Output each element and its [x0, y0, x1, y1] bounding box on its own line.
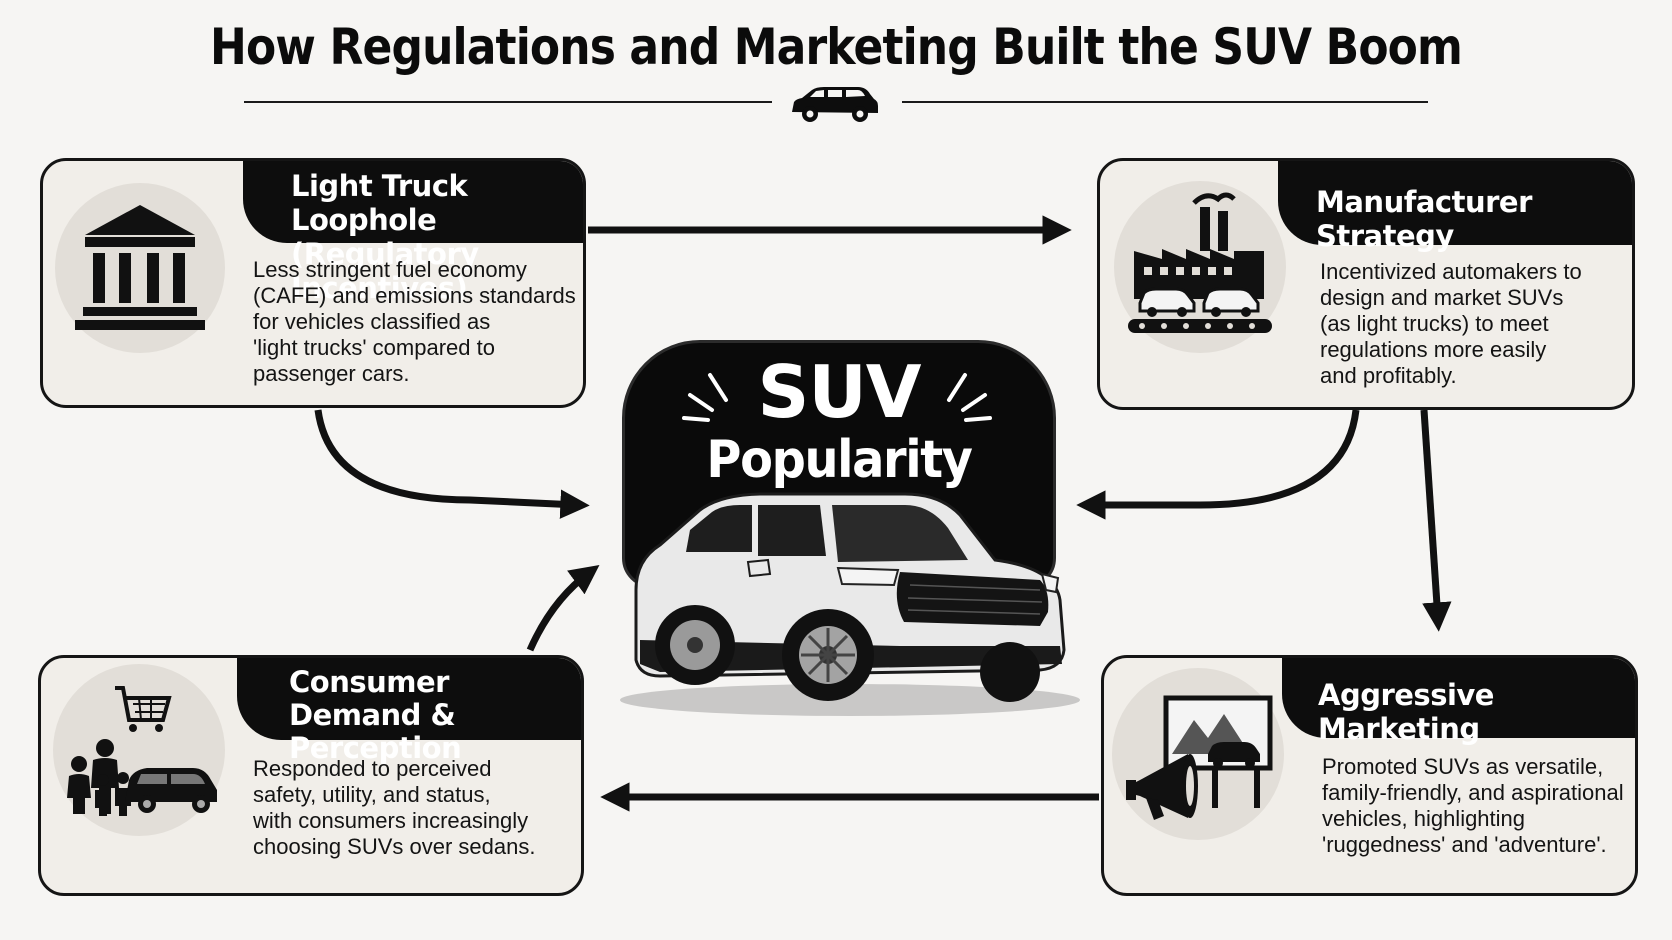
card-light-truck-loophole: Light Truck Loophole (Regulatory Incenti…	[40, 158, 586, 408]
description-line: vehicles, highlighting	[1322, 806, 1526, 831]
description-line: regulations more easily	[1320, 337, 1547, 362]
description-line: and profitably.	[1320, 363, 1457, 388]
description-line: 'ruggedness' and 'adventure'.	[1322, 832, 1607, 857]
arrow-manufacturer-to-center	[1076, 409, 1360, 520]
card-heading: Consumer Demand & Perception	[237, 658, 581, 765]
suv-icon	[792, 87, 878, 122]
description-line: choosing SUVs over sedans.	[253, 834, 536, 859]
heading-line-1: Consumer Demand &	[289, 665, 456, 732]
card-icon-circle	[1114, 181, 1286, 353]
description-line: Incentivized automakers to	[1320, 259, 1582, 284]
title-divider-right	[902, 101, 1428, 103]
card-description: Less stringent fuel economy (CAFE) and e…	[253, 257, 583, 387]
card-heading: Manufacturer Strategy	[1278, 161, 1632, 253]
center-title-line1: SUV	[757, 350, 921, 434]
card-icon-circle	[53, 664, 225, 836]
description-line: Responded to perceived	[253, 756, 492, 781]
description-line: design and market SUVs	[1320, 285, 1564, 310]
card-heading: Light Truck Loophole (Regulatory Incenti…	[243, 161, 583, 305]
description-line: (as light trucks) to meet	[1320, 311, 1549, 336]
heading-line-2: Perception	[289, 731, 462, 765]
card-description: Incentivized automakers to design and ma…	[1320, 259, 1630, 389]
card-aggressive-marketing: Aggressive Marketing Promoted SUVs as ve…	[1101, 655, 1638, 896]
description-line: with consumers increasingly	[253, 808, 529, 833]
card-consumer-demand: Consumer Demand & Perception Responded t…	[38, 655, 584, 896]
description-line: Less stringent fuel economy	[253, 257, 527, 282]
description-line: 'light trucks' compared to	[253, 335, 495, 360]
description-line: (CAFE) and emissions standards	[253, 283, 576, 308]
arrow-loophole-to-center	[314, 409, 590, 519]
description-line: for vehicles classified as	[253, 309, 491, 334]
page-title: How Regulations and Marketing Built the …	[210, 18, 1463, 76]
arrow-manufacturer-to-marketing	[1420, 409, 1452, 632]
description-line: family-friendly, and aspirational	[1322, 780, 1624, 805]
title-divider-left	[244, 101, 772, 103]
megaphone-billboard-icon	[1126, 695, 1273, 820]
card-description: Promoted SUVs as versatile, family-frien…	[1322, 754, 1635, 858]
card-description: Responded to perceived safety, utility, …	[253, 756, 581, 860]
arrow-consumer-to-center	[526, 565, 600, 652]
heading-line-2: (Regulatory Incentives)	[291, 237, 479, 305]
card-icon-circle	[55, 183, 225, 353]
family-shopping-icon	[67, 686, 217, 816]
description-line: safety, utility, and status,	[253, 782, 491, 807]
factory-icon	[1128, 192, 1272, 333]
heading-line-1: Light Truck Loophole	[291, 169, 468, 237]
government-building-icon	[75, 205, 205, 330]
card-icon-circle	[1112, 668, 1284, 840]
description-line: Promoted SUVs as versatile,	[1322, 754, 1604, 779]
card-heading: Aggressive Marketing	[1282, 658, 1635, 746]
description-line: passenger cars.	[253, 361, 410, 386]
card-manufacturer-strategy: Manufacturer Strategy Incentivized autom…	[1097, 158, 1635, 410]
